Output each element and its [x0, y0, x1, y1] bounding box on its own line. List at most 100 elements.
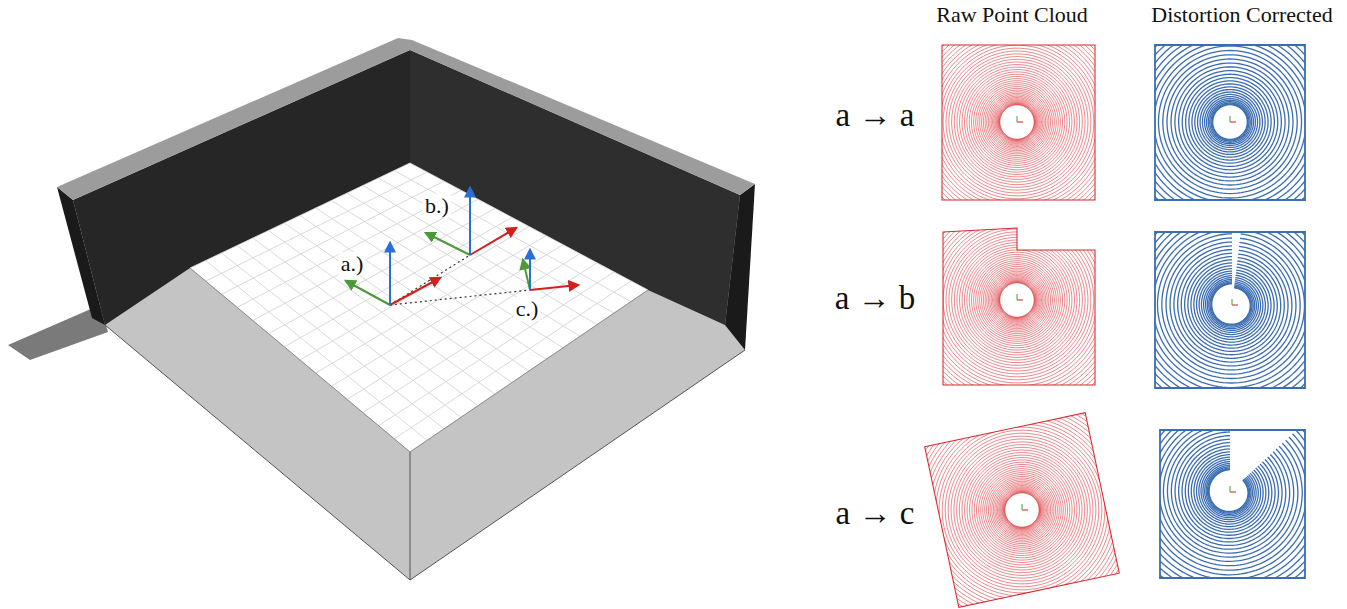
scan-ring — [916, 404, 1128, 609]
scan-ring — [988, 476, 1055, 543]
scan-ring — [1174, 246, 1288, 362]
point-cloud-panels — [900, 5, 1347, 609]
scan-ring — [943, 48, 1091, 196]
scan-ring — [900, 5, 1134, 239]
z-axis — [389, 243, 391, 305]
scan-ring — [1205, 465, 1253, 516]
scan-ring — [974, 462, 1070, 558]
glass-edge — [105, 325, 745, 580]
scan-ring — [936, 424, 1108, 596]
point-cloud — [1109, 370, 1347, 609]
sensor-y — [1230, 486, 1231, 492]
scan-ring — [976, 464, 1067, 555]
scan-ring — [1188, 260, 1274, 348]
scan-ring — [967, 455, 1077, 565]
scan-ring — [1191, 263, 1271, 345]
scan-ring — [957, 445, 1088, 576]
scan-ring — [959, 447, 1084, 572]
y-axis — [426, 233, 470, 255]
scan-ring — [969, 252, 1065, 348]
scan-ring — [933, 421, 1112, 600]
scan-ring — [914, 197, 1119, 402]
scan-ring — [914, 19, 1119, 224]
scan-ring — [994, 277, 1040, 323]
scan-ring — [1175, 67, 1285, 177]
scan-ring — [924, 207, 1109, 392]
scan-ring — [954, 237, 1079, 362]
sensor-y — [1017, 116, 1018, 122]
scan-ring — [1126, 386, 1331, 594]
scan-ring — [1004, 492, 1040, 528]
scan-ring — [1146, 406, 1312, 574]
scan-ring — [907, 12, 1126, 231]
scan-ring — [1163, 424, 1293, 557]
frame-axes — [523, 250, 578, 290]
scan-ring — [928, 33, 1107, 212]
wall-outline — [925, 413, 1120, 608]
scan-ring — [1171, 432, 1285, 549]
scan-ring — [1175, 436, 1282, 546]
scan-ring — [1195, 87, 1265, 157]
wall-end-right — [725, 184, 755, 350]
scan-ring — [1191, 452, 1266, 529]
scan-ring — [1185, 446, 1272, 535]
scan-ring — [919, 407, 1124, 609]
row-label: a → a — [836, 97, 915, 133]
scan-ring — [995, 278, 1039, 322]
scan-ring — [995, 483, 1049, 537]
scan-ring — [990, 273, 1044, 327]
scan-ring — [965, 70, 1070, 175]
scan-ring — [905, 393, 1139, 609]
scan-ring — [979, 467, 1066, 554]
grid-line — [300, 227, 529, 361]
scan-ring — [912, 400, 1131, 609]
scan-ring — [954, 442, 1090, 578]
scan-rings — [1112, 184, 1347, 424]
scan-ring — [918, 201, 1116, 399]
frame-label: a.) — [339, 252, 366, 276]
scan-rings — [1113, 5, 1347, 239]
scan-ring — [945, 433, 1099, 587]
grid-line — [379, 178, 614, 313]
scan-ring — [1150, 411, 1306, 570]
scan-ring — [998, 103, 1037, 142]
scan-ring — [1178, 250, 1285, 359]
scan-ring — [1194, 455, 1263, 527]
scan-ring — [985, 90, 1049, 154]
scan-ring — [1210, 282, 1252, 326]
scan-ring — [987, 92, 1047, 152]
scan-ring — [1135, 27, 1326, 218]
scan-ring — [931, 36, 1103, 208]
frame-label: b.) — [423, 194, 451, 218]
scan-ring — [1179, 439, 1279, 542]
row-label: a → b — [835, 280, 916, 316]
scan-ring — [934, 39, 1100, 205]
grid-line — [347, 193, 580, 336]
point-cloud — [900, 5, 1134, 239]
z-axis — [469, 188, 471, 255]
scan-ring — [907, 190, 1126, 409]
scan-ring — [1171, 63, 1289, 181]
scan-ring — [1188, 449, 1268, 532]
scan-ring — [918, 23, 1116, 221]
sensor-y — [1017, 294, 1018, 300]
scan-ring — [1113, 5, 1347, 239]
scan-ring — [1210, 102, 1251, 143]
scan-ring — [1208, 100, 1252, 144]
scan-ring — [1002, 490, 1042, 530]
y-axis — [523, 260, 530, 290]
scan-ring — [952, 235, 1083, 366]
scan-ring — [1182, 443, 1275, 539]
scan-ring — [971, 76, 1062, 167]
sensor-x — [1230, 122, 1236, 123]
scan-ring — [995, 100, 1039, 144]
scan-ring — [997, 280, 1037, 320]
sensor-x — [1232, 305, 1238, 306]
grid-line — [316, 236, 546, 374]
scan-ring — [1198, 90, 1263, 155]
scan-ring — [960, 243, 1075, 358]
scan-ring — [998, 281, 1037, 320]
scan-ring — [991, 274, 1043, 326]
scan-ring — [1159, 420, 1298, 562]
